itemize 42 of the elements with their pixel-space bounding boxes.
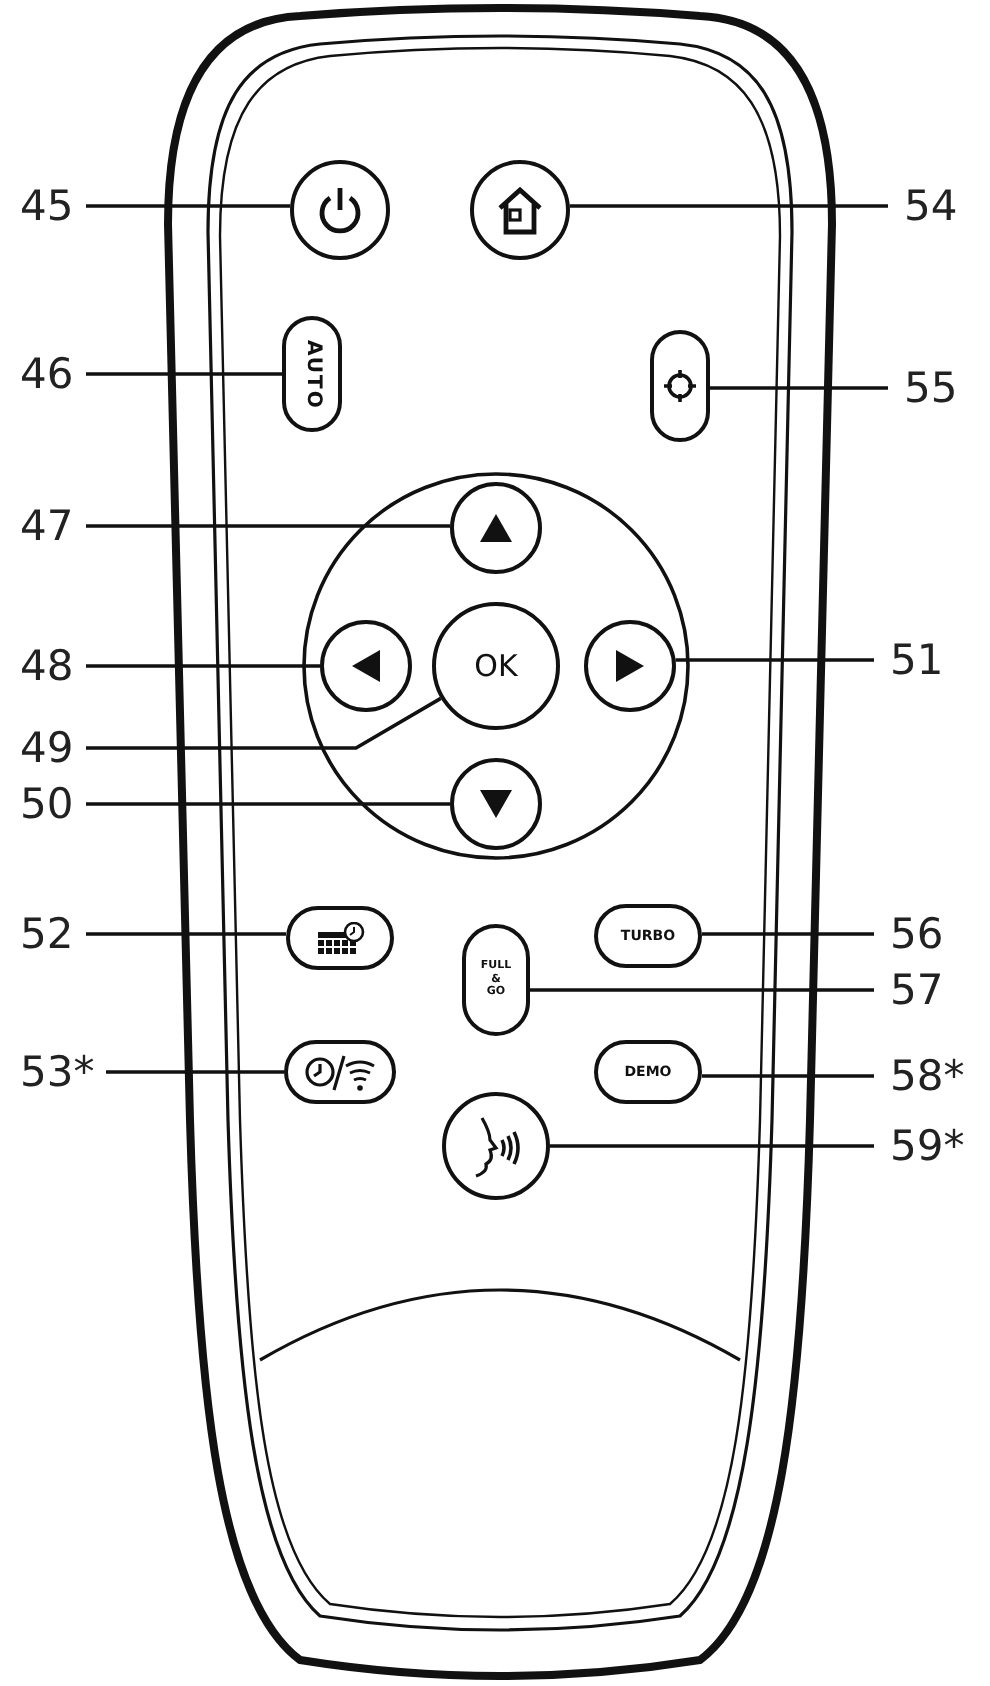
leader-line — [702, 932, 874, 936]
power-button — [290, 160, 390, 260]
home-button — [470, 160, 570, 260]
callout-number: 46 — [20, 348, 74, 400]
callout-number: 58* — [890, 1050, 965, 1102]
callout-number: 49 — [20, 722, 74, 774]
leader-line — [106, 1070, 284, 1074]
callout-number: 45 — [20, 180, 74, 232]
leader-line — [86, 696, 442, 750]
schedule-button — [286, 906, 394, 970]
callout-number: 57 — [890, 964, 944, 1016]
callout-number: 48 — [20, 640, 74, 692]
leader-line — [530, 988, 874, 992]
leader-line — [710, 386, 888, 390]
callout-number: 59* — [890, 1120, 965, 1172]
left-button — [320, 620, 412, 712]
clock-wifi-button — [284, 1040, 396, 1104]
auto-button: AUTO — [282, 316, 342, 432]
callout-number: 53* — [20, 1046, 95, 1098]
right-button — [584, 620, 676, 712]
leader-line — [675, 658, 874, 662]
leader-line — [569, 204, 888, 208]
callout-number: 50 — [20, 778, 74, 830]
leader-line — [86, 664, 320, 668]
voice-button — [442, 1092, 550, 1200]
ok-button: OK — [432, 602, 560, 730]
leader-line — [86, 372, 282, 376]
target-button — [650, 330, 710, 442]
callout-number: 55 — [904, 362, 958, 414]
callout-number: 51 — [890, 634, 944, 686]
leader-line — [86, 802, 450, 806]
callout-number: 54 — [904, 180, 958, 232]
callout-number: 47 — [20, 500, 74, 552]
down-button — [450, 758, 542, 850]
callout-number: 52 — [20, 908, 74, 960]
leader-line — [86, 204, 291, 208]
leader-line — [86, 932, 286, 936]
callout-number: 56 — [890, 908, 944, 960]
leader-line — [550, 1144, 874, 1148]
leader-line — [702, 1074, 874, 1078]
leader-line — [86, 524, 450, 528]
up-button — [450, 482, 542, 574]
